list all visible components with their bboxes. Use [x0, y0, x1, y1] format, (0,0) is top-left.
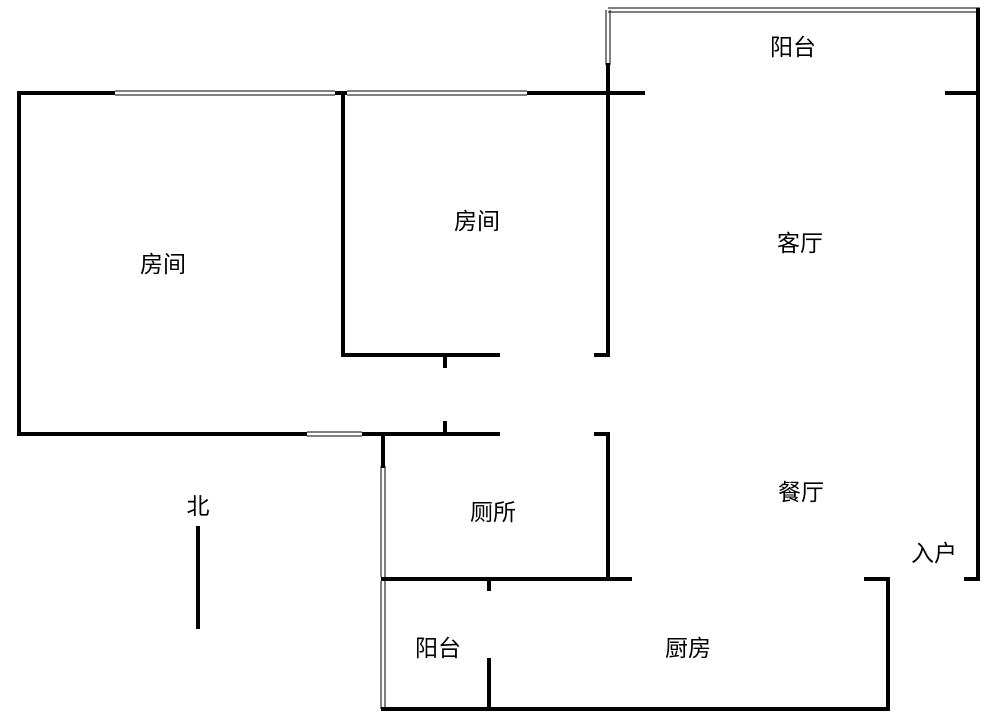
room-label-dining-room: 餐厅: [778, 480, 824, 506]
entrance-label: 入户: [911, 541, 957, 567]
room-label-toilet: 厕所: [470, 500, 516, 526]
north-wall: [17, 90, 980, 96]
room-label-living-room: 客厅: [777, 231, 823, 257]
balcony-top-walls: [605, 7, 980, 95]
kitchen-walls: [380, 577, 890, 711]
bedroom-walls: [17, 91, 610, 437]
toilet-walls: [380, 432, 632, 581]
room-label-bedroom-small: 房间: [454, 209, 500, 235]
room-label-balcony-top: 阳台: [770, 35, 816, 61]
north-label: 北: [186, 494, 210, 520]
room-label-kitchen: 厨房: [665, 636, 711, 662]
room-label-balcony-bottom: 阳台: [415, 636, 461, 662]
room-label-bedroom-large: 房间: [140, 252, 186, 278]
